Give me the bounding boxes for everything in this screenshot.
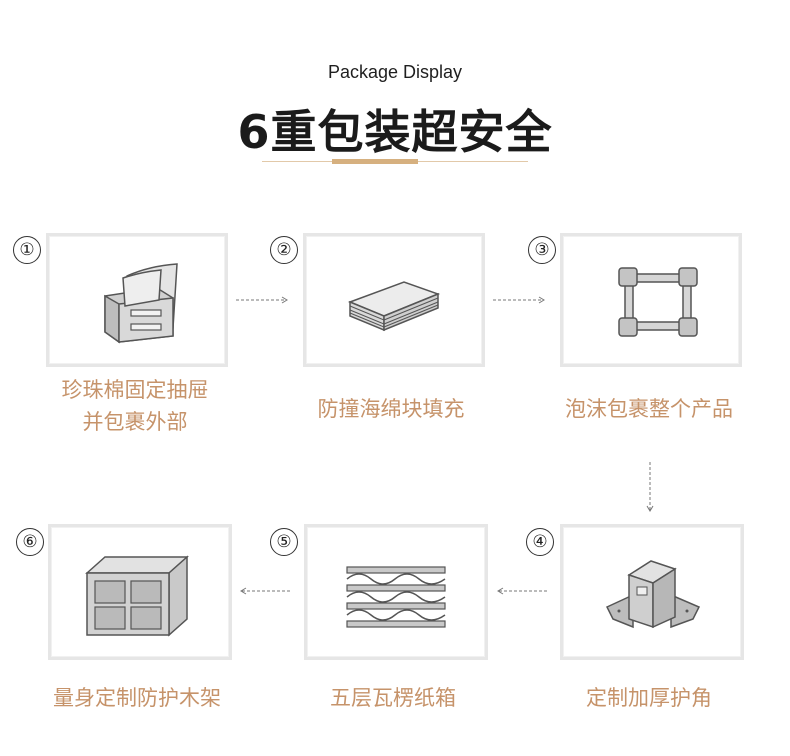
step-1-card — [46, 233, 228, 367]
arrow-left-icon — [240, 587, 292, 595]
step-2-card — [303, 233, 485, 367]
arrow-right-icon — [236, 296, 288, 304]
foam-frame-icon — [618, 267, 698, 337]
step-1-label-line1: 珍珠棉固定抽屉 — [61, 378, 209, 402]
arrow-down-icon — [646, 462, 654, 512]
corrugated-layers-icon — [346, 566, 446, 628]
page-title: 6重包装超安全 — [237, 105, 553, 159]
corner-protector-icon — [605, 560, 701, 629]
step-6-card — [48, 524, 232, 660]
step-5-label: 五层瓦楞纸箱 — [330, 686, 456, 710]
arrow-left-icon — [497, 587, 549, 595]
step-3-label: 泡沫包裹整个产品 — [565, 397, 733, 421]
step-3-card — [560, 233, 742, 367]
step-6-number: ⑥ — [16, 528, 44, 556]
step-6-label: 量身定制防护木架 — [53, 686, 221, 710]
arrow-right-icon — [493, 296, 545, 304]
step-4-card — [560, 524, 744, 660]
step-4-number: ④ — [526, 528, 554, 556]
title-divider-accent — [332, 159, 418, 164]
step-3-number: ③ — [528, 236, 556, 264]
step-2-label: 防撞海绵块填充 — [317, 397, 465, 421]
step-4-label: 定制加厚护角 — [586, 686, 712, 710]
wooden-crate-icon — [85, 555, 189, 637]
step-2-number: ② — [270, 236, 298, 264]
step-5-number: ⑤ — [270, 528, 298, 556]
drawer-wrapped-icon — [104, 263, 178, 344]
sponge-stack-icon — [347, 281, 441, 332]
header-subtitle: Package Display — [327, 62, 463, 82]
step-1-number: ① — [13, 236, 41, 264]
step-5-card — [304, 524, 488, 660]
step-1-label: 珍珠棉固定抽屉 并包裹外部 — [20, 374, 250, 438]
step-1-label-line2: 并包裹外部 — [82, 410, 188, 434]
